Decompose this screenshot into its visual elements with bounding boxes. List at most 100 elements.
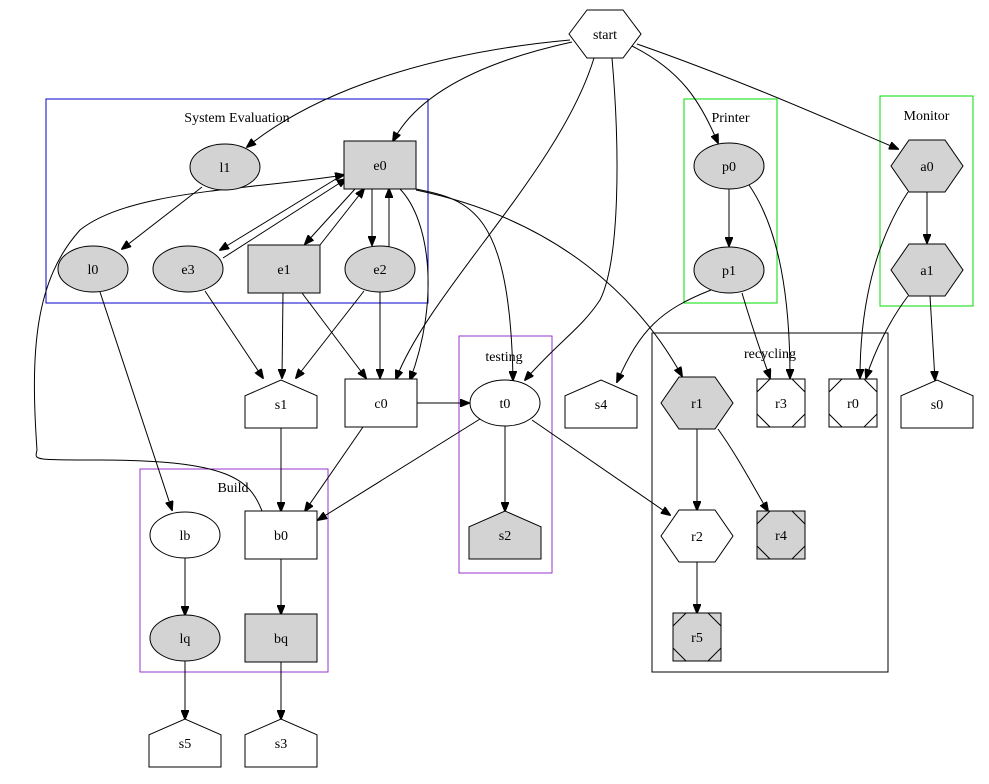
node-p1[interactable]: p1 [693, 246, 765, 294]
node-label: e0 [373, 159, 386, 174]
node-shape-ellipse [693, 142, 765, 190]
node-label: lb [180, 529, 191, 544]
edge-a1-to-r0 [866, 295, 909, 378]
edge-e0-to-e3 [220, 173, 345, 250]
node-a1[interactable]: a1 [890, 243, 964, 297]
node-label: a0 [920, 160, 933, 175]
edge-t0-to-b0 [318, 418, 481, 520]
node-shape-hexagon [890, 139, 964, 193]
edge-a1-to-s0 [929, 295, 935, 380]
nodes-layer: start l1 e0 l0 e3 e1 e2 p0 p1 a0 a1 s1 c0 t0 s2 s4 r1 r3 r… [57, 9, 974, 768]
node-label: s0 [931, 398, 943, 413]
edge-e1-to-c0 [301, 292, 366, 378]
node-a0[interactable]: a0 [890, 139, 964, 193]
node-label: b0 [274, 529, 288, 544]
node-lq[interactable]: lq [149, 614, 221, 662]
node-label: r5 [691, 631, 703, 646]
node-label: p0 [722, 160, 736, 175]
node-shape-msquare [672, 612, 722, 662]
msquare-corner-marks [828, 378, 878, 428]
node-s1[interactable]: s1 [244, 379, 318, 429]
cluster-border [683, 98, 778, 304]
node-label: p1 [722, 264, 736, 279]
node-shape-ellipse [469, 379, 541, 427]
node-label: r0 [847, 397, 859, 412]
edge-t0-to-r2 [531, 419, 670, 515]
edge-start-to-c0 [396, 57, 595, 379]
node-shape-hexagon [890, 243, 964, 297]
node-e3[interactable]: e3 [152, 245, 224, 293]
node-lb[interactable]: lb [149, 511, 221, 559]
node-t0[interactable]: t0 [469, 379, 541, 427]
node-label: s4 [595, 398, 607, 413]
cluster-label: System Evaluation [184, 111, 289, 126]
node-shape-house [244, 379, 318, 429]
node-label: l0 [88, 263, 99, 278]
node-r1[interactable]: r1 [660, 376, 734, 430]
node-p0[interactable]: p0 [693, 142, 765, 190]
node-e1[interactable]: e1 [247, 244, 321, 294]
node-bq[interactable]: bq [244, 613, 318, 663]
node-label: r3 [775, 397, 787, 412]
node-l0[interactable]: l0 [57, 245, 129, 293]
cluster-label: Printer [711, 111, 749, 126]
node-s2[interactable]: s2 [468, 510, 542, 560]
node-shape-house [900, 379, 974, 429]
node-b0[interactable]: b0 [244, 510, 318, 560]
node-r0[interactable]: r0 [828, 378, 878, 428]
node-e0[interactable]: e0 [343, 140, 417, 190]
node-label: l1 [220, 161, 231, 176]
node-label: e1 [277, 263, 290, 278]
node-l1[interactable]: l1 [189, 143, 261, 191]
cluster-label: testing [485, 350, 522, 365]
node-label: bq [274, 632, 288, 647]
node-shape-ellipse [152, 245, 224, 293]
cluster-system-evaluation: System Evaluation [45, 98, 429, 304]
node-shape-ellipse [189, 143, 261, 191]
node-s3[interactable]: s3 [244, 718, 318, 768]
edge-b0-to-e0 [33, 175, 344, 512]
node-s4[interactable]: s4 [564, 379, 638, 429]
edge-e1-to-s1 [282, 292, 283, 378]
node-label: c0 [374, 397, 387, 412]
edge-e0-to-e1 [305, 188, 356, 244]
edge-start-to-e0 [393, 41, 573, 141]
node-r2[interactable]: r2 [660, 509, 734, 563]
node-s5[interactable]: s5 [148, 718, 222, 768]
node-label: s2 [499, 529, 511, 544]
node-label: lq [180, 632, 191, 647]
edge-p0-to-r3 [748, 184, 790, 378]
node-label: t0 [500, 397, 511, 412]
edge-p1-to-r3 [741, 292, 770, 378]
msquare-corner-marks [756, 510, 806, 560]
node-shape-house [564, 379, 638, 429]
node-shape-hexagon [568, 9, 642, 59]
cluster-build: Build [139, 468, 329, 673]
node-shape-ellipse [693, 246, 765, 294]
node-shape-box [244, 510, 318, 560]
edge-e2-to-s1 [296, 290, 365, 378]
node-start[interactable]: start [568, 9, 642, 59]
node-shape-box [247, 244, 321, 294]
node-r4[interactable]: r4 [756, 510, 806, 560]
node-e2[interactable]: e2 [344, 245, 416, 293]
cluster-testing: testing [458, 335, 553, 574]
node-label: r4 [775, 529, 787, 544]
node-shape-ellipse [344, 245, 416, 293]
edge-r1-to-r4 [717, 428, 768, 511]
node-label: e3 [181, 263, 194, 278]
node-shape-ellipse [149, 614, 221, 662]
node-shape-msquare [828, 378, 878, 428]
node-label: start [593, 28, 617, 43]
edge-c0-to-b0 [305, 426, 364, 511]
edge-start-to-t0 [525, 57, 618, 380]
node-r3[interactable]: r3 [756, 378, 806, 428]
node-r5[interactable]: r5 [672, 612, 722, 662]
cluster-monitor: Monitor [879, 95, 974, 307]
node-shape-house [468, 510, 542, 560]
node-s0[interactable]: s0 [900, 379, 974, 429]
cluster-border [458, 335, 553, 574]
node-shape-ellipse [149, 511, 221, 559]
node-c0[interactable]: c0 [344, 378, 418, 428]
